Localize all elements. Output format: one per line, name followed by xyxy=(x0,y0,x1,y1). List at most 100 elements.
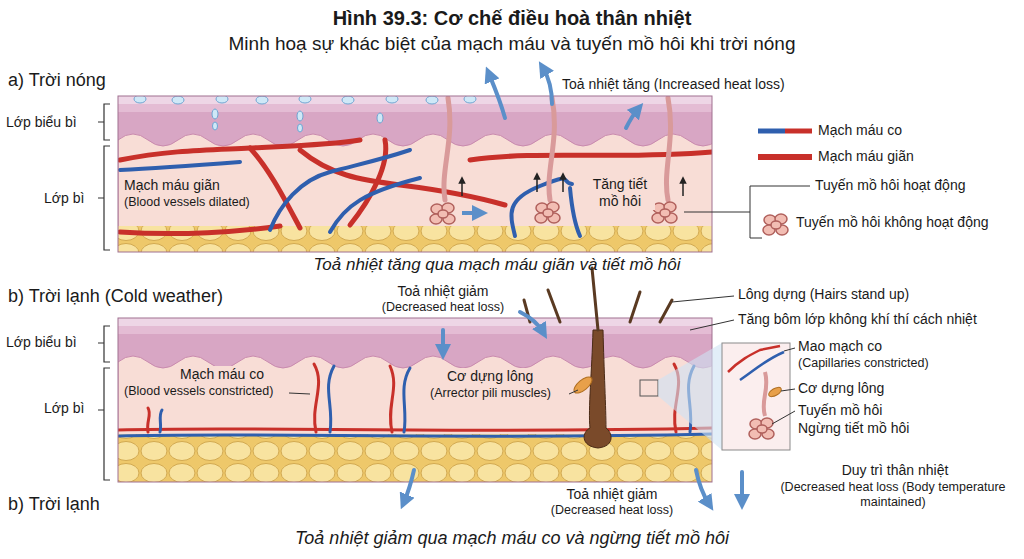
dilated-vessel xyxy=(120,226,280,234)
dilated-vessel xyxy=(470,152,712,160)
leader-line xyxy=(569,390,578,394)
flow-arrow xyxy=(462,211,480,215)
heat-loss-arrow xyxy=(404,312,742,504)
sweat-drop xyxy=(172,96,184,104)
inset-label: Tuyến mồ hôi xyxy=(798,402,882,419)
inset-label: Mao mạch co xyxy=(798,338,882,355)
legend-sample xyxy=(758,154,812,160)
skin-section-hot xyxy=(118,96,712,252)
sweat-drop xyxy=(212,109,218,119)
layer-label: Lớp bì xyxy=(44,400,84,417)
sweat-drop xyxy=(386,96,398,103)
dermis xyxy=(118,356,712,482)
dilated-vessel xyxy=(120,140,712,234)
epidermis-stripe xyxy=(118,326,712,334)
layer-bracket xyxy=(98,368,110,480)
hair xyxy=(524,268,672,330)
panel-outline xyxy=(118,318,712,482)
sweat-drop xyxy=(464,96,476,103)
constricted-vessel xyxy=(118,428,712,430)
constricted-vessel xyxy=(118,364,712,432)
panel-caption: Toả nhiệt tăng qua mạch máu giãn và tiết… xyxy=(314,255,681,275)
constricted-vein xyxy=(160,410,162,432)
subtitle: Minh hoạ sự khác biệt của mạch máu và tu… xyxy=(229,33,796,56)
sweat-drop xyxy=(342,96,354,104)
legend-text: Mạch máu co xyxy=(818,122,902,139)
heat-loss-arrow xyxy=(740,472,744,502)
vessel-label: Mạch máu co xyxy=(178,366,266,383)
inset-label: Ngừng tiết mồ hôi xyxy=(798,420,909,437)
inset-label: Cơ dựng lông xyxy=(798,380,884,397)
heat-loss-label: Toả nhiệt giảm xyxy=(397,283,488,300)
legend-text: Tuyến mồ hôi không hoạt động xyxy=(796,214,989,231)
dilated-vessel xyxy=(350,140,386,225)
epidermis-stripe xyxy=(118,104,712,112)
leader-line xyxy=(289,393,310,394)
layer-label: Lớp biểu bì xyxy=(6,114,77,131)
legend-sample xyxy=(684,186,810,238)
sweat-drop xyxy=(299,96,311,103)
dilated-vein xyxy=(570,188,580,236)
layer-label: Lớp biểu bì xyxy=(6,334,77,351)
layer-bracket xyxy=(98,326,110,362)
dilated-vessel xyxy=(120,140,360,160)
muscle-label: Cơ dựng lông xyxy=(445,368,535,385)
dilated-vein xyxy=(330,178,420,232)
zoom-frame xyxy=(640,380,658,396)
constricted-vein xyxy=(118,434,712,436)
legend-text: Tuyến mồ hôi hoạt động xyxy=(815,177,965,194)
leader-line xyxy=(784,348,795,351)
zoom-connector xyxy=(658,343,722,450)
heat-loss-arrow xyxy=(696,470,709,504)
inset-label: (Capillaries constricted) xyxy=(798,356,929,371)
sweat-gland xyxy=(430,203,455,224)
dilated-vein xyxy=(120,150,580,236)
constricted-vessel xyxy=(314,364,319,432)
leader-line xyxy=(690,320,734,330)
vessel-label: (Blood vessels constricted) xyxy=(122,384,275,399)
hair xyxy=(548,290,560,322)
sweat-gland xyxy=(535,202,560,223)
leader-line xyxy=(289,296,795,424)
sweat-drop xyxy=(298,124,303,132)
title: Hình 39.3: Cơ chế điều hoà thân nhiệt xyxy=(333,6,692,30)
hair-follicle xyxy=(524,268,672,448)
constricted-vein xyxy=(404,368,410,432)
sweat-gland xyxy=(652,202,677,223)
layer-label: Lớp bì xyxy=(44,190,84,207)
panel-caption: Toả nhiệt giảm qua mạch máu co và ngừng … xyxy=(295,528,729,550)
vessel-label: Mạch máu giãn xyxy=(122,177,222,194)
leader-line xyxy=(772,411,795,424)
dermis xyxy=(118,134,712,252)
heat-loss-arrow xyxy=(520,312,543,332)
secretion-arrow xyxy=(562,176,564,192)
constricted-vein xyxy=(329,366,334,432)
secretion-arrow xyxy=(682,180,684,196)
muscle-label: (Arrector pili muscles) xyxy=(428,386,553,401)
panel-heading: a) Trời nóng xyxy=(8,70,106,92)
fat-layer xyxy=(118,434,712,482)
sweat-gland-icon xyxy=(763,214,788,235)
legend-text: Mạch máu giãn xyxy=(818,148,914,165)
sweat-drop xyxy=(216,96,228,103)
hair-label: Lông dựng (Hairs stand up) xyxy=(738,286,909,303)
layer-bracket xyxy=(98,104,110,140)
arrector-muscle xyxy=(767,385,783,398)
leader-line xyxy=(672,296,734,302)
layer-bracket xyxy=(98,146,110,250)
legend-sample xyxy=(684,131,812,238)
sweat-drop xyxy=(134,96,476,132)
panel-heading: b) Trời lạnh xyxy=(8,494,100,516)
skin-surface xyxy=(118,318,712,326)
vessel-label: (Blood vessels dilated) xyxy=(122,195,252,210)
sweat-drop xyxy=(426,96,438,104)
hair xyxy=(660,300,672,322)
panel-heading: b) Trời lạnh (Cold weather) xyxy=(8,286,223,308)
sweat-label: Tăng tiết mồ hôi xyxy=(585,176,655,210)
sweat-duct xyxy=(444,98,450,200)
secretion-arrow xyxy=(536,176,538,192)
panel-outline xyxy=(118,96,712,252)
hair-follicle xyxy=(584,330,611,448)
secretion-arrow xyxy=(461,180,463,196)
sweat-drop xyxy=(256,96,268,104)
